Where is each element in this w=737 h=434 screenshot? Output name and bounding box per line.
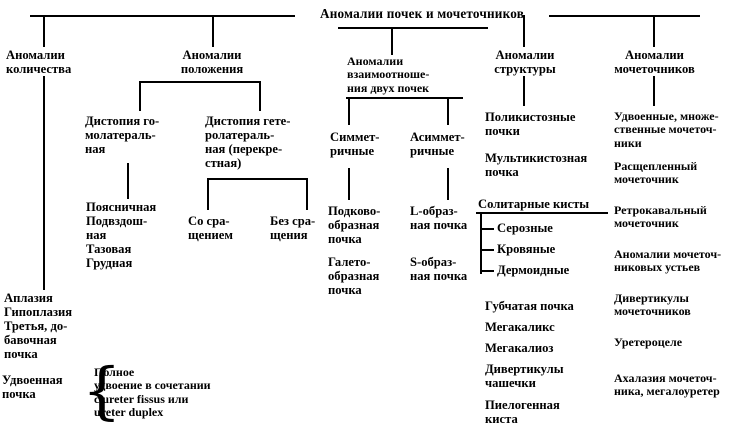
- root-drop-quantity: [43, 15, 45, 47]
- quantity-brace-note: Полное удвоение в сочетании с ureter fis…: [94, 365, 211, 420]
- dystopia-homolateral-items: Поясничная Подвздош- ная Тазовая Грудная: [86, 200, 157, 271]
- ureters-item-orifice-anomalies: Аномалии мочеточ- никовых устьев: [614, 247, 722, 275]
- structure-item-polycystic: Поликистозные почки: [485, 110, 576, 139]
- symmetric-label: Симмет- ричные: [330, 130, 380, 159]
- asymmetric-item-1: L-образ- ная почка: [410, 204, 468, 233]
- symmetric-spine: [348, 168, 350, 200]
- dystopia-heterolateral-label: Дистопия гете- ролатераль- ная (перекре-…: [205, 114, 291, 171]
- relation-drop-symmetric: [348, 97, 350, 125]
- header-anomalies-quantity: Аномалии количества: [6, 48, 72, 77]
- position-bracket-bar: [139, 81, 261, 83]
- symmetric-item-1: Подково- образная почка: [328, 204, 381, 247]
- fusion-with-label: Со сра- щением: [188, 214, 233, 243]
- asymmetric-label: Асиммет- ричные: [410, 130, 465, 159]
- root-title: Аномалии почек и мочеточников: [295, 6, 549, 22]
- cyst-tick-2: [482, 249, 494, 251]
- ureters-item-doubled: Удвоенные, множе- ственные мочеточ- ники: [614, 109, 719, 150]
- header-anomalies-structure: Аномалии структуры: [494, 48, 556, 77]
- structure-item-megacalyx: Мегакаликс: [485, 320, 555, 334]
- structure-item-spongy: Губчатая почка: [485, 299, 574, 313]
- cyst-item-hemorrhagic: Кровяные: [497, 242, 556, 256]
- position-drop-heterolateral: [259, 81, 261, 111]
- homolateral-spine: [127, 163, 129, 199]
- heterolateral-drop-left: [207, 178, 209, 210]
- root-drop-position: [212, 15, 214, 47]
- quantity-doubled-kidney: Удвоенная почка: [2, 373, 63, 402]
- fusion-without-label: Без сра- щения: [270, 214, 316, 243]
- relation-drop-asymmetric: [447, 97, 449, 125]
- quantity-spine: [43, 76, 45, 290]
- relation-header-underline: [346, 97, 463, 99]
- ureters-spine: [653, 76, 655, 106]
- ureters-item-retrocaval: Ретрокавальный мочеточник: [614, 203, 707, 231]
- ureters-item-achalasia: Ахалазия мочеточ- ника, мегалоуретер: [614, 371, 720, 399]
- heterolateral-drop-right: [306, 178, 308, 210]
- solitary-cysts-header: Солитарные кисты: [478, 197, 590, 211]
- root-title-underline: [338, 27, 488, 29]
- header-anomalies-ureters: Аномалии мочеточников: [614, 48, 695, 77]
- dystopia-homolateral-label: Дистопия го- молатераль- ная: [85, 114, 160, 157]
- ureters-item-ureterocele: Уретероцеле: [614, 335, 683, 349]
- symmetric-item-2: Галето- образная почка: [328, 255, 380, 298]
- root-drop-structure: [523, 15, 525, 47]
- structure-item-multicystic: Мультикистозная почка: [485, 151, 588, 180]
- cyst-item-serous: Серозные: [497, 221, 553, 235]
- asymmetric-item-2: S-образ- ная почка: [410, 255, 468, 284]
- cyst-tick-1: [482, 228, 494, 230]
- root-drop-ureters: [653, 15, 655, 47]
- solitary-cysts-spine: [480, 212, 482, 274]
- position-drop-homolateral: [139, 81, 141, 111]
- structure-item-megacalyosis: Мегакалиоз: [485, 341, 554, 355]
- doubling-brace: {: [82, 354, 122, 427]
- cyst-tick-3: [482, 270, 494, 272]
- structure-item-pyelogenic-cyst: Пиелогенная киста: [485, 398, 560, 427]
- asymmetric-spine: [447, 168, 449, 200]
- quantity-items: Аплазия Гипоплазия Третья, до- бавочная …: [4, 291, 73, 362]
- ureters-item-diverticula: Дивертикулы мочеточников: [614, 291, 691, 319]
- cyst-item-dermoid: Дермоидные: [497, 263, 570, 277]
- structure-item-calyx-diverticula: Дивертикулы чашечки: [485, 362, 564, 391]
- header-anomalies-position: Аномалии положения: [180, 48, 244, 77]
- heterolateral-bracket-bar: [207, 178, 308, 180]
- structure-spine: [523, 76, 525, 106]
- ureters-item-split: Расщепленный мочеточник: [614, 159, 698, 187]
- root-drop-relation: [391, 27, 393, 55]
- solitary-cysts-underline: [476, 212, 608, 214]
- header-anomalies-relation: Аномалии взаимоотноше- ния двух почек: [347, 54, 430, 95]
